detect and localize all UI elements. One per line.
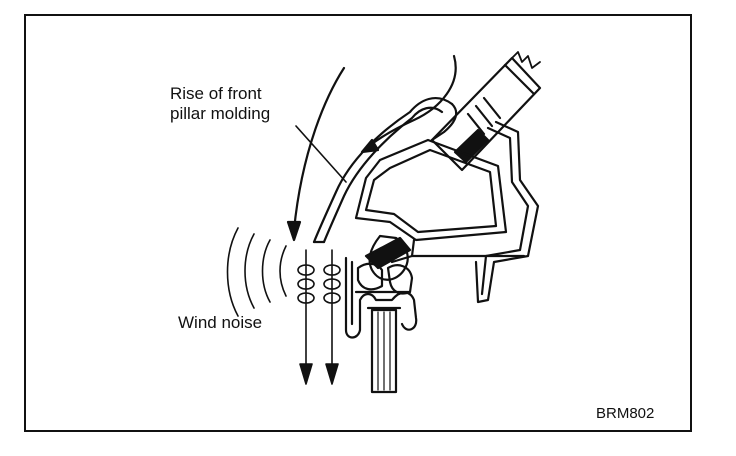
label-leader-line [295, 125, 347, 183]
pillar-body [354, 138, 508, 242]
sound-wave-icon [226, 227, 287, 317]
label-rise-line2: pillar molding [170, 104, 271, 123]
airflow-arrow-left [286, 66, 346, 242]
turbulence-vortex-right [323, 249, 341, 385]
figure-code: BRM802 [596, 405, 655, 422]
label-wind-noise: Wind noise [178, 313, 263, 332]
figure-frame [24, 14, 692, 432]
door-frame-seal [344, 256, 418, 339]
door-glass [366, 306, 402, 394]
pillar-inner-panel [390, 120, 540, 304]
turbulence-vortex-left [297, 249, 315, 385]
label-rise-of-front-pillar-molding: Rise of front pillar molding [170, 84, 270, 124]
label-rise-line1: Rise of front [170, 84, 262, 103]
airflow-arrow-right [360, 54, 457, 154]
windshield-glass [430, 51, 542, 172]
